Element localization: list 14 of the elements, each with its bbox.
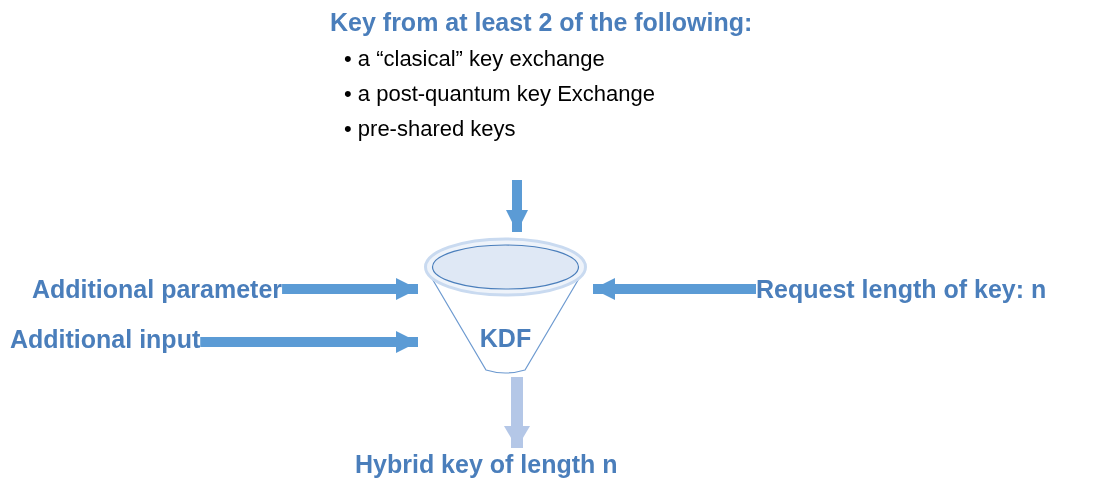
bullet-item: • pre-shared keys bbox=[344, 115, 517, 143]
block-arrow bbox=[593, 278, 756, 300]
input-label: Request length of key: n bbox=[756, 274, 1047, 305]
input-label: Additional parameter bbox=[32, 274, 283, 305]
input-label: Additional input bbox=[10, 324, 201, 355]
output-label: Hybrid key of length n bbox=[355, 449, 618, 480]
bullet-item: • a “clasical” key exchange bbox=[344, 45, 606, 73]
block-arrow bbox=[504, 377, 530, 448]
block-arrow bbox=[200, 331, 418, 353]
block-arrow bbox=[506, 180, 528, 232]
bullet-item: • a post-quantum key Exchange bbox=[344, 80, 656, 108]
function-label: KDF bbox=[478, 324, 533, 353]
list-heading: Key from at least 2 of the following: bbox=[330, 8, 753, 37]
block-arrow bbox=[282, 278, 418, 300]
